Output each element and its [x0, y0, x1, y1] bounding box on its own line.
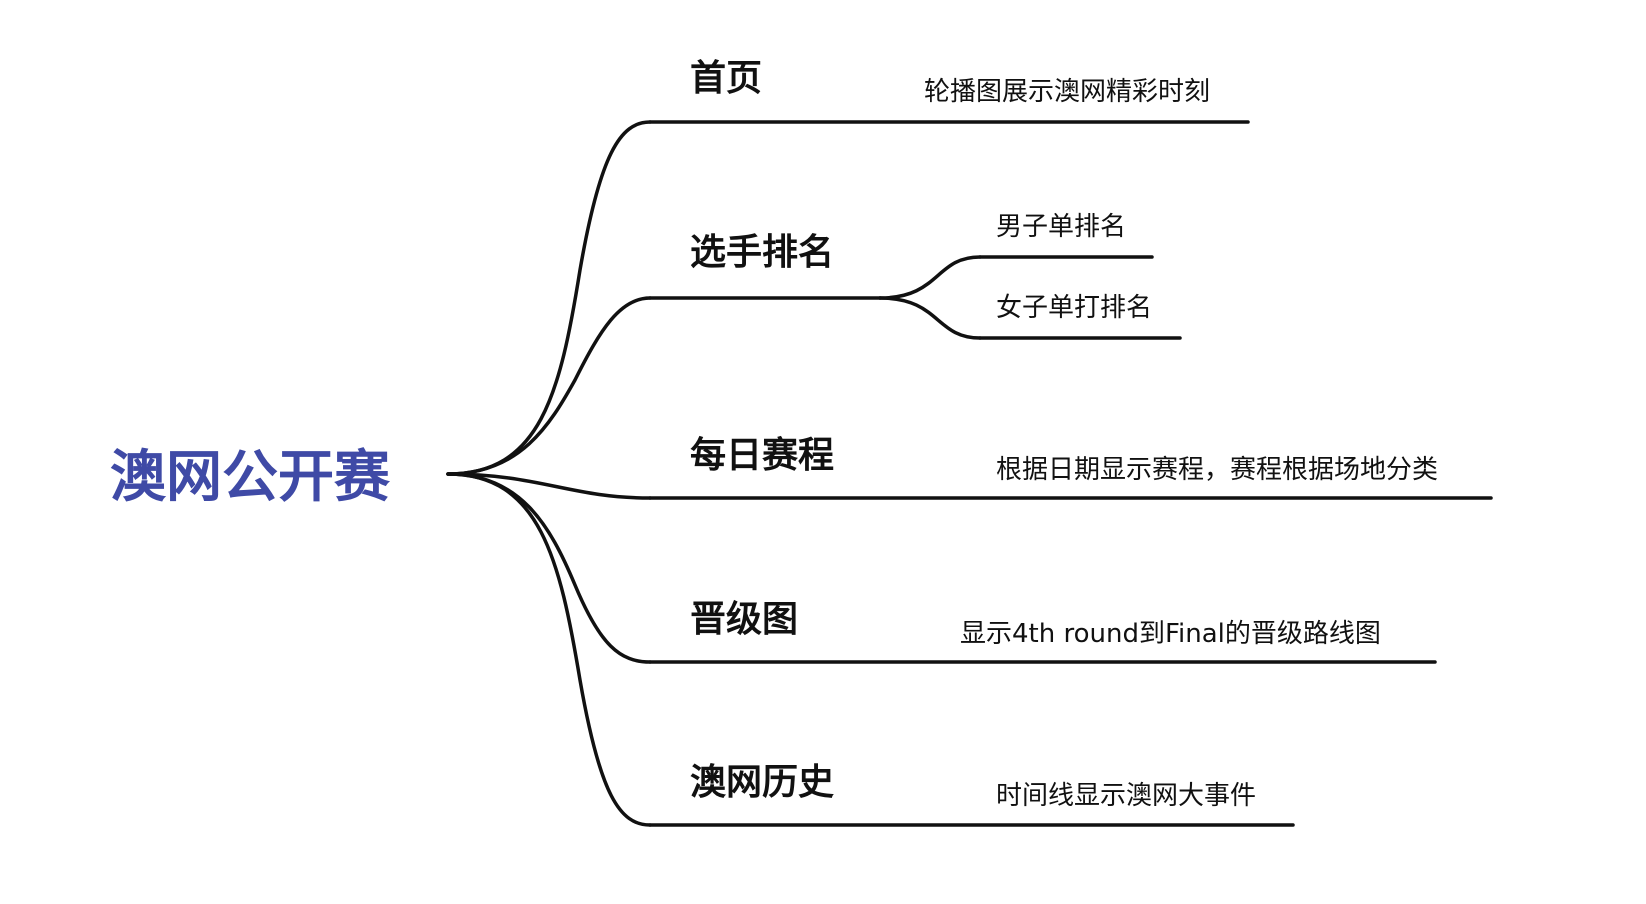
connector-root-to-draw: [446, 472, 652, 664]
leaf-label-history-timeline: 时间线显示澳网大事件: [996, 781, 1256, 811]
branch-label-schedule: 每日赛程: [690, 435, 834, 476]
connector-root-to-rankings: [446, 296, 652, 476]
leaf-label-draw-detail: 显示4th round到Final的晋级路线图: [960, 619, 1381, 649]
leaf-label-men-rankings: 男子单排名: [996, 212, 1126, 242]
leaf-label-home-carousel: 轮播图展示澳网精彩时刻: [924, 77, 1210, 107]
connector-layer: [446, 120, 982, 827]
branch-label-rankings: 选手排名: [690, 232, 834, 273]
connector-root-to-schedule: [446, 472, 652, 500]
leaf-label-women-rankings: 女子单打排名: [996, 293, 1152, 323]
branch-label-history: 澳网历史: [690, 762, 834, 803]
underline-layer: [648, 120, 1493, 827]
connector-root-to-history: [446, 472, 652, 827]
connector-rankings-to-women: [878, 296, 982, 340]
branch-label-draw: 晋级图: [690, 599, 798, 640]
branch-label-home: 首页: [690, 58, 762, 99]
connector-rankings-to-men: [878, 255, 982, 300]
root-node-label: 澳网公开赛: [110, 445, 391, 510]
leaf-label-schedule-detail: 根据日期显示赛程，赛程根据场地分类: [996, 455, 1438, 485]
text-layer: 澳网公开赛 首页 轮播图展示澳网精彩时刻 选手排名 男子单排名 女子单打排名 每…: [110, 58, 1438, 811]
